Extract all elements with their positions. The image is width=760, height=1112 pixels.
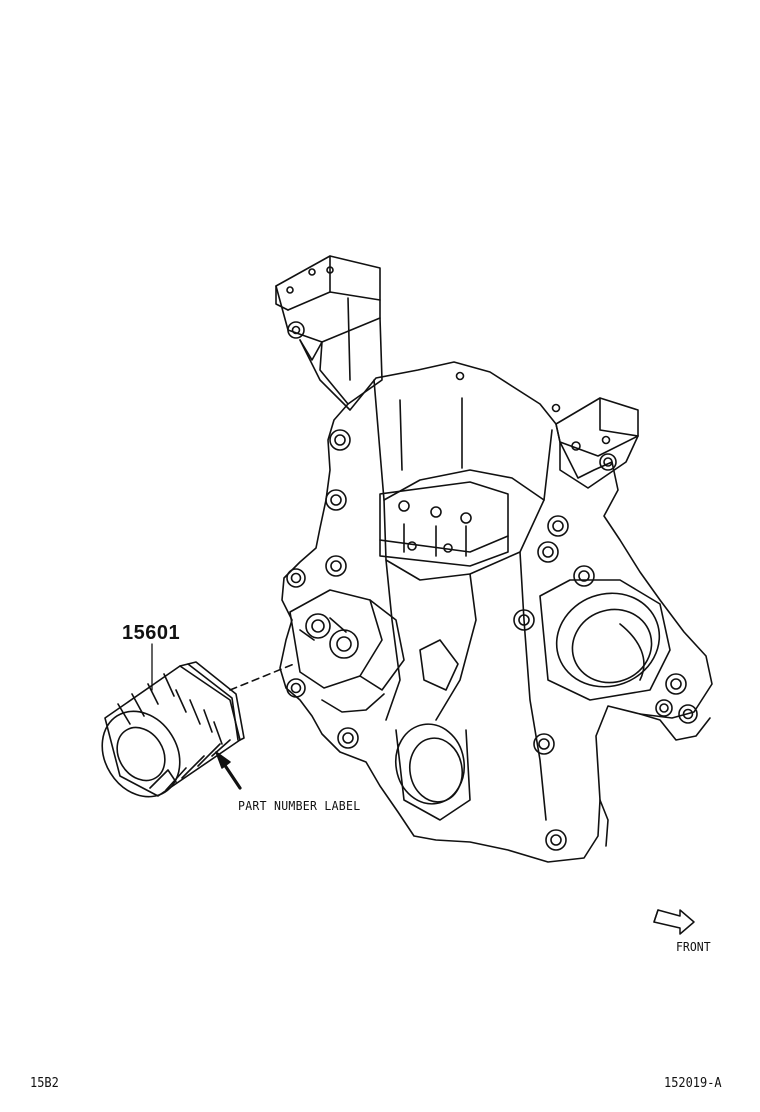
crank-seal-opening (395, 723, 471, 821)
centerline (229, 663, 295, 691)
page-code: 15B2 (30, 1076, 59, 1091)
bolt-bosses (286, 266, 698, 851)
label-arrow (215, 751, 242, 790)
front-label: FRONT (676, 939, 711, 954)
water-pump-opening (539, 579, 671, 701)
timing-chain-cover (275, 255, 713, 863)
filter-mount-pad (289, 589, 405, 691)
part-number: 15601 (122, 622, 181, 644)
oil-filter (101, 661, 245, 798)
front-arrow-icon (653, 909, 695, 935)
figure-code: 152019-A (664, 1076, 722, 1091)
part-number-label-callout: PART NUMBER LABEL (238, 798, 361, 813)
